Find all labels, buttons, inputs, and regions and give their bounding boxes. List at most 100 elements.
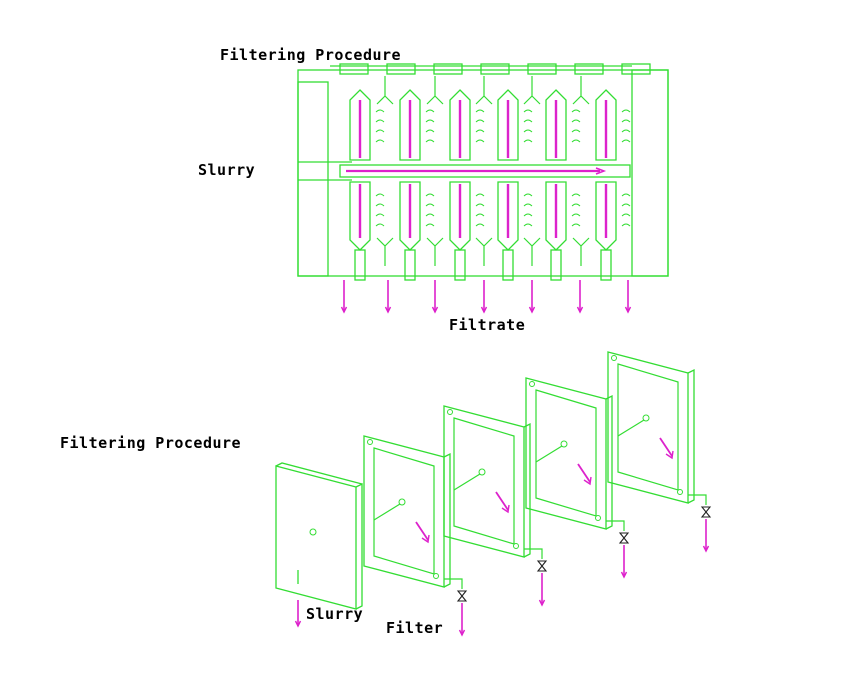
plate-4-hub (560, 440, 568, 448)
cloth-ripple (621, 213, 631, 217)
cloth-ripple (375, 203, 385, 207)
cloth-ripple (523, 193, 533, 197)
filtrate-arrow-7 (624, 280, 632, 314)
plate-4-valve (618, 532, 630, 544)
cloth-ripple (523, 109, 533, 113)
plate-5-flow-arrowhead (665, 450, 674, 460)
chamber-lower-1 (349, 181, 371, 251)
plate-2-corner-port (367, 439, 373, 445)
cloth-ripple (621, 129, 631, 133)
filtrate-arrow-5 (528, 280, 536, 314)
cloth-ripple (425, 129, 435, 133)
slurry-feed-arrow (294, 600, 302, 628)
plate-4-feed-line (535, 445, 563, 463)
plate-5-outlet-pipe (688, 494, 707, 505)
cloth-ripple (375, 139, 385, 143)
cloth-ripple (425, 139, 435, 143)
plate-2-corner-port (433, 573, 439, 579)
chamber-upper-1 (349, 89, 371, 161)
plate-3-inner-panel (453, 417, 515, 545)
plate-divider-bottom-2 (426, 237, 444, 266)
cloth-ripple (621, 119, 631, 123)
cloth-ripple (571, 223, 581, 227)
plate-3-outlet-pipe (524, 548, 543, 559)
plate-4-inner-panel (535, 389, 597, 517)
plate-5-corner-port (677, 489, 683, 495)
plate-1-top-edge (275, 462, 363, 485)
top-rail-bolt (621, 63, 651, 75)
cloth-ripple (523, 203, 533, 207)
chamber-lower-6 (595, 181, 617, 251)
plate-divider-top-4 (523, 76, 541, 105)
cloth-ripple (523, 129, 533, 133)
cloth-ripple (375, 213, 385, 217)
plate-2-flow-arrow (415, 521, 429, 541)
plate-divider-bottom-3 (475, 237, 493, 266)
cloth-ripple (571, 193, 581, 197)
filtrate-arrow-4 (480, 280, 488, 314)
cloth-ripple (523, 213, 533, 217)
filter-label: Filter (386, 619, 444, 637)
plate-5-valve (700, 506, 712, 518)
plate-2-inner-panel (373, 447, 435, 575)
plate-4-corner-port (529, 381, 535, 387)
filtrate-arrow-3 (431, 280, 439, 314)
cloth-ripple (475, 223, 485, 227)
chamber-upper-2 (399, 89, 421, 161)
plate-2-edge (443, 452, 451, 588)
plate-3-flow-arrow (495, 491, 509, 511)
top-diagram-title: Filtering Procedure (220, 46, 402, 64)
plate-outlet-2 (404, 249, 416, 281)
cloth-ripple (475, 193, 485, 197)
cloth-ripple (475, 109, 485, 113)
plate-5-feed-line (617, 419, 645, 437)
filtrate-arrow-6 (576, 280, 584, 314)
plate-divider-top-3 (475, 76, 493, 105)
cloth-ripple (375, 193, 385, 197)
plate-3-corner-port (513, 543, 519, 549)
plate-divider-top-1 (376, 76, 394, 105)
top-slurry-label: Slurry (198, 161, 256, 179)
cloth-ripple (523, 223, 533, 227)
plate-divider-bottom-5 (572, 237, 590, 266)
plate-2-filtrate-arrow (458, 603, 466, 637)
plate-5-inner-panel (617, 363, 679, 491)
cloth-ripple (571, 139, 581, 143)
plate-5-corner-port (611, 355, 617, 361)
plate-5-filtrate-arrow (702, 519, 710, 553)
cloth-ripple (523, 119, 533, 123)
cloth-ripple (523, 139, 533, 143)
plate-3-corner-port (447, 409, 453, 415)
plate-3-edge (523, 422, 531, 558)
end-head-right (631, 69, 669, 277)
cloth-ripple (425, 223, 435, 227)
plate-4-flow-arrow (577, 463, 591, 483)
top-rail-bolt (339, 63, 369, 75)
cloth-ripple (475, 139, 485, 143)
cloth-ripple (621, 223, 631, 227)
chamber-lower-4 (497, 181, 519, 251)
plate-4-outlet-pipe (606, 520, 625, 531)
chamber-upper-6 (595, 89, 617, 161)
cloth-ripple (425, 119, 435, 123)
plate-5-edge (687, 368, 695, 504)
cloth-ripple (425, 213, 435, 217)
plate-2-valve (456, 590, 468, 602)
plate-5-face (607, 351, 689, 504)
cloth-ripple (375, 223, 385, 227)
filtrate-label: Filtrate (449, 316, 526, 334)
plate-2-flow-arrowhead (421, 534, 430, 544)
plate-1-face (275, 465, 357, 610)
end-head-left (297, 81, 329, 277)
top-rail-bolt (480, 63, 510, 75)
plate-outlet-1 (354, 249, 366, 281)
cloth-ripple (571, 129, 581, 133)
chamber-lower-5 (545, 181, 567, 251)
bottom-diagram-title: Filtering Procedure (60, 434, 242, 452)
slurry-channel-arrowhead (595, 167, 607, 175)
plate-2-outlet-pipe (444, 578, 463, 589)
cloth-ripple (571, 213, 581, 217)
plate-4-edge (605, 394, 613, 530)
plate-divider-top-2 (426, 76, 444, 105)
top-rail-bolt (433, 63, 463, 75)
